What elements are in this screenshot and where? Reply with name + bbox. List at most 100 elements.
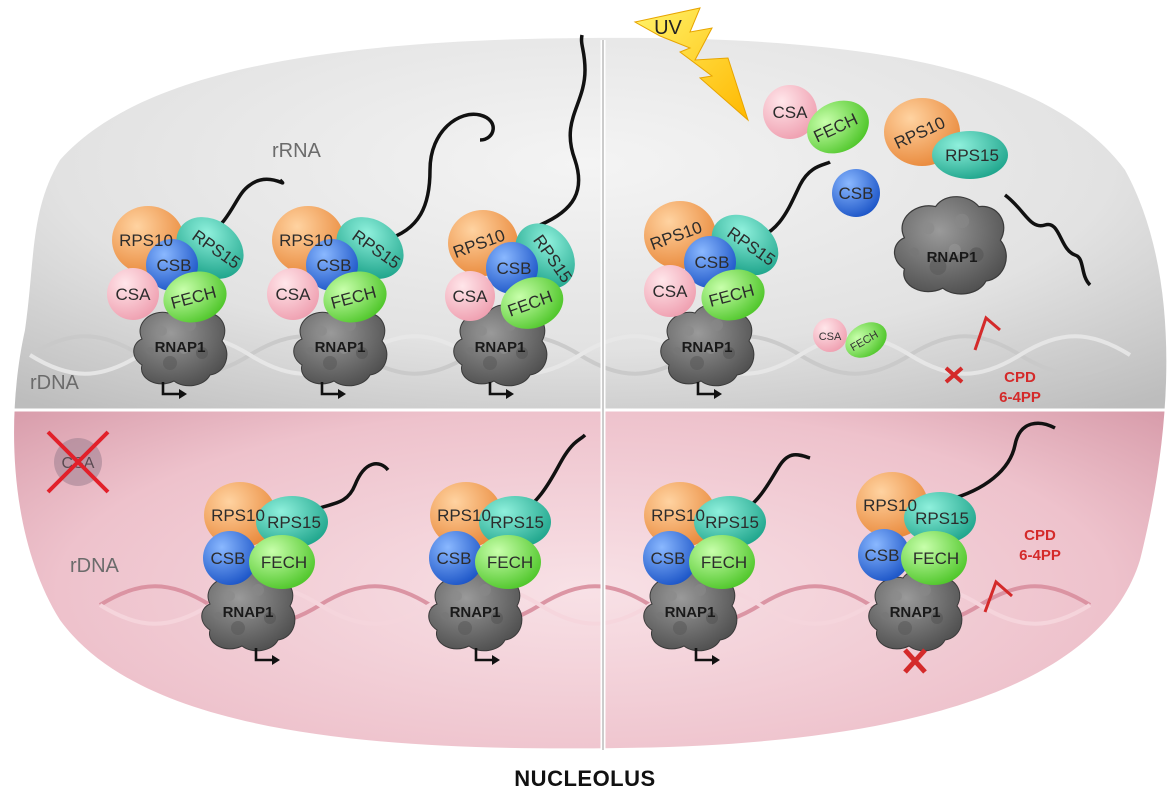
rdna-label-bottom: rDNA (70, 555, 120, 577)
deleted-cross-icon (46, 430, 110, 494)
rnap1-label: RNAP1 (682, 339, 733, 356)
csa-icon (107, 268, 159, 320)
damage-label-64pp: 6-4PP (1019, 547, 1061, 564)
rnap1-label: RNAP1 (450, 604, 501, 621)
rps15-label: RPS15 (945, 146, 999, 165)
fech-icon (500, 277, 564, 329)
rps10-label: RPS10 (437, 506, 491, 525)
csb-icon (832, 169, 880, 217)
rnap1-icon (893, 196, 1007, 295)
damage-label-64pp: 6-4PP (999, 389, 1041, 406)
rrna-strand (384, 112, 495, 242)
rps15-icon (479, 496, 551, 548)
csa-label: CSA (819, 331, 842, 343)
rrna-strand (749, 160, 831, 242)
fech-label: FECH (487, 553, 533, 572)
rps15-icon (694, 496, 766, 548)
csb-icon (643, 531, 697, 585)
rps15-icon (904, 492, 976, 544)
csb-label: CSB (497, 259, 532, 278)
blocked-cross-icon (944, 366, 964, 384)
rps10-label: RPS10 (211, 506, 265, 525)
free-csb: CSB (832, 169, 880, 217)
fech-label: FECH (261, 553, 307, 572)
csa-icon (267, 268, 319, 320)
complex-top-1: RNAP1 RPS10 RPS15 CSB CSA FECH (107, 177, 285, 401)
rps15-label: RPS15 (705, 513, 759, 532)
csb-label: CSB (317, 256, 352, 275)
rnap1-label: RNAP1 (475, 339, 526, 356)
fech-icon (689, 535, 755, 589)
rrna-strand (203, 177, 285, 242)
csa-icon (813, 318, 847, 352)
blocked-cross-icon (903, 648, 927, 674)
nucleolus-title: NUCLEOLUS (514, 766, 655, 791)
complex-bottom-1: RNAP1 RPS10 RPS15 CSB FECH (201, 462, 390, 667)
rps10-label: RPS10 (863, 496, 917, 515)
csa-label: CSA (773, 103, 809, 122)
csb-label: CSB (651, 549, 686, 568)
rnap1-label: RNAP1 (315, 339, 366, 356)
rrna-strand (947, 421, 1056, 502)
csa-label: CSA (453, 287, 489, 306)
rps10-label: RPS10 (279, 231, 333, 250)
csa-icon (763, 85, 817, 139)
csa-label: CSA (653, 282, 689, 301)
csb-label: CSB (695, 253, 730, 272)
rps15-icon (256, 496, 328, 548)
rps15-label: RPS15 (267, 513, 321, 532)
complex-bottom-2: RNAP1 RPS10 RPS15 CSB FECH (428, 433, 587, 667)
csa-icon (445, 271, 495, 321)
csa-label: CSA (116, 285, 152, 304)
complex-bottom-3: RNAP1 RPS10 RPS15 CSB FECH (643, 453, 811, 667)
csa-mutant-region (14, 410, 1167, 749)
fech-icon (323, 271, 387, 323)
csb-label: CSB (157, 256, 192, 275)
complex-top-2: RNAP1 RPS10 RPS15 CSB CSA FECH (267, 112, 495, 401)
csb-label: CSB (211, 549, 246, 568)
damage-label-cpd: CPD (1024, 527, 1056, 544)
rrna-label: rRNA (272, 140, 322, 162)
rnap1-label: RNAP1 (155, 339, 206, 356)
csb-label: CSB (865, 546, 900, 565)
uv-label: UV (654, 17, 682, 39)
rps10-icon (204, 482, 276, 548)
uv-bolt-icon: UV (633, 7, 750, 122)
csb-icon (858, 529, 910, 581)
fech-icon (475, 535, 541, 589)
complex-bottom-4: RNAP1 RPS10 RPS15 CSB FECH (856, 421, 1056, 652)
fech-icon (807, 100, 869, 154)
fech-icon (901, 531, 967, 585)
rdna-label-top: rDNA (30, 372, 80, 394)
fech-icon (845, 322, 887, 358)
lesion-kink-icon (973, 315, 1001, 351)
csa-icon (644, 265, 696, 317)
uv-lesion-bottom: CPD 6-4PP (903, 527, 1061, 674)
rnap1-label: RNAP1 (665, 604, 716, 621)
fech-icon (163, 271, 227, 323)
released-rrna-strand (1003, 193, 1092, 287)
absent-csa: CSA (46, 430, 110, 494)
csa-label: CSA (276, 285, 312, 304)
damage-label-cpd: CPD (1004, 369, 1036, 386)
rps15-label: RPS15 (915, 509, 969, 528)
free-rps10-rps15: RPS10 RPS15 (884, 98, 1008, 179)
rrna-strand (539, 34, 587, 227)
csb-icon (203, 531, 257, 585)
complex-top-right: RNAP1 RPS10 RPS15 CSB CSA FECH (644, 160, 831, 401)
free-rnap1: RNAP1 (893, 196, 1007, 295)
csb-label: CSB (437, 549, 472, 568)
rps10-label: RPS10 (651, 506, 705, 525)
rnap1-label: RNAP1 (223, 604, 274, 621)
rnap1-label: RNAP1 (890, 604, 941, 621)
free-csa-fech: CSA FECH (763, 85, 869, 154)
small-csa-fech-on-dna: CSA FECH (813, 318, 887, 358)
rps10-label: RPS10 (119, 231, 173, 250)
fech-label: FECH (913, 549, 959, 568)
rnap1-label: RNAP1 (927, 249, 978, 266)
csb-label: CSB (839, 184, 874, 203)
lesion-kink-icon (983, 579, 1013, 613)
